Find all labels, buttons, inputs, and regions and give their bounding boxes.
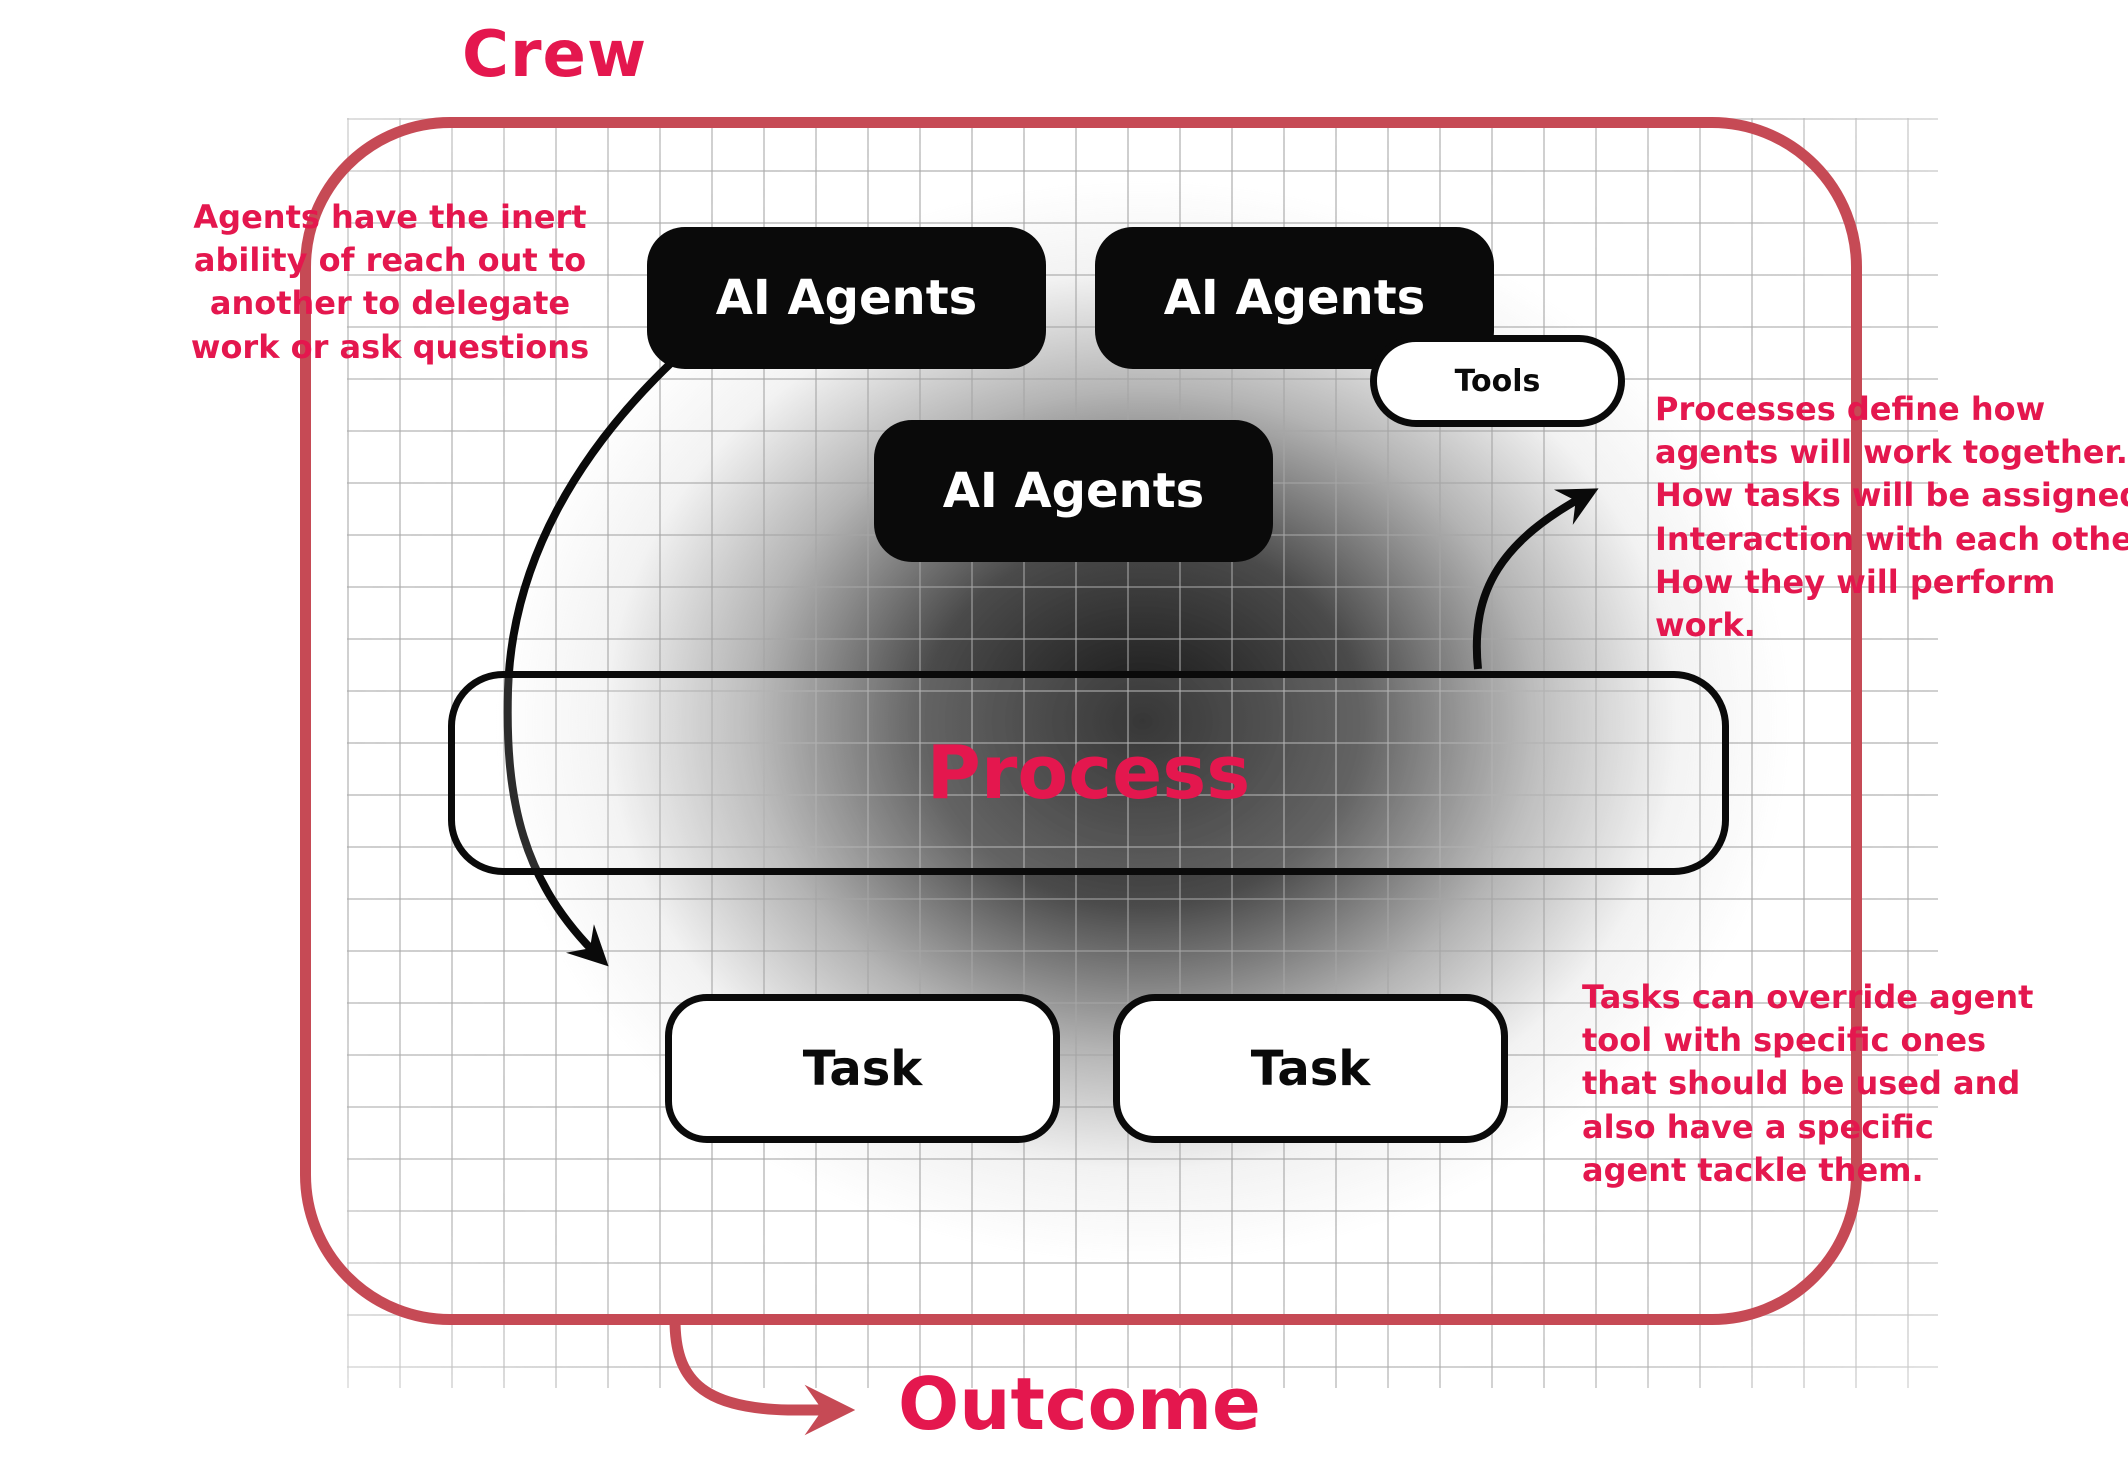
tools-label: Tools [1454, 363, 1541, 399]
crew-border [300, 117, 1862, 1325]
crew-title: Crew [462, 18, 648, 92]
ai-agents-box-3: AI Agents [874, 420, 1273, 562]
annotation-delegation: Agents have the inert ability of reach o… [190, 198, 590, 366]
annotation-process: Processes define how agents will work to… [1655, 390, 2128, 644]
annotation-tasks: Tasks can override agent tool with speci… [1582, 978, 2034, 1189]
process-label: Process [926, 730, 1251, 816]
task-label-2: Task [1250, 1040, 1371, 1097]
process-box: Process [448, 671, 1729, 875]
ai-agents-label-1: AI Agents [715, 270, 978, 326]
task-box-2: Task [1113, 994, 1508, 1143]
ai-agents-label-3: AI Agents [942, 463, 1205, 519]
ai-agents-box-1: AI Agents [647, 227, 1046, 369]
tools-badge: Tools [1370, 335, 1625, 427]
task-box-1: Task [665, 994, 1060, 1143]
task-label-1: Task [802, 1040, 923, 1097]
outcome-label: Outcome [898, 1362, 1261, 1446]
ai-agents-label-2: AI Agents [1163, 270, 1426, 326]
